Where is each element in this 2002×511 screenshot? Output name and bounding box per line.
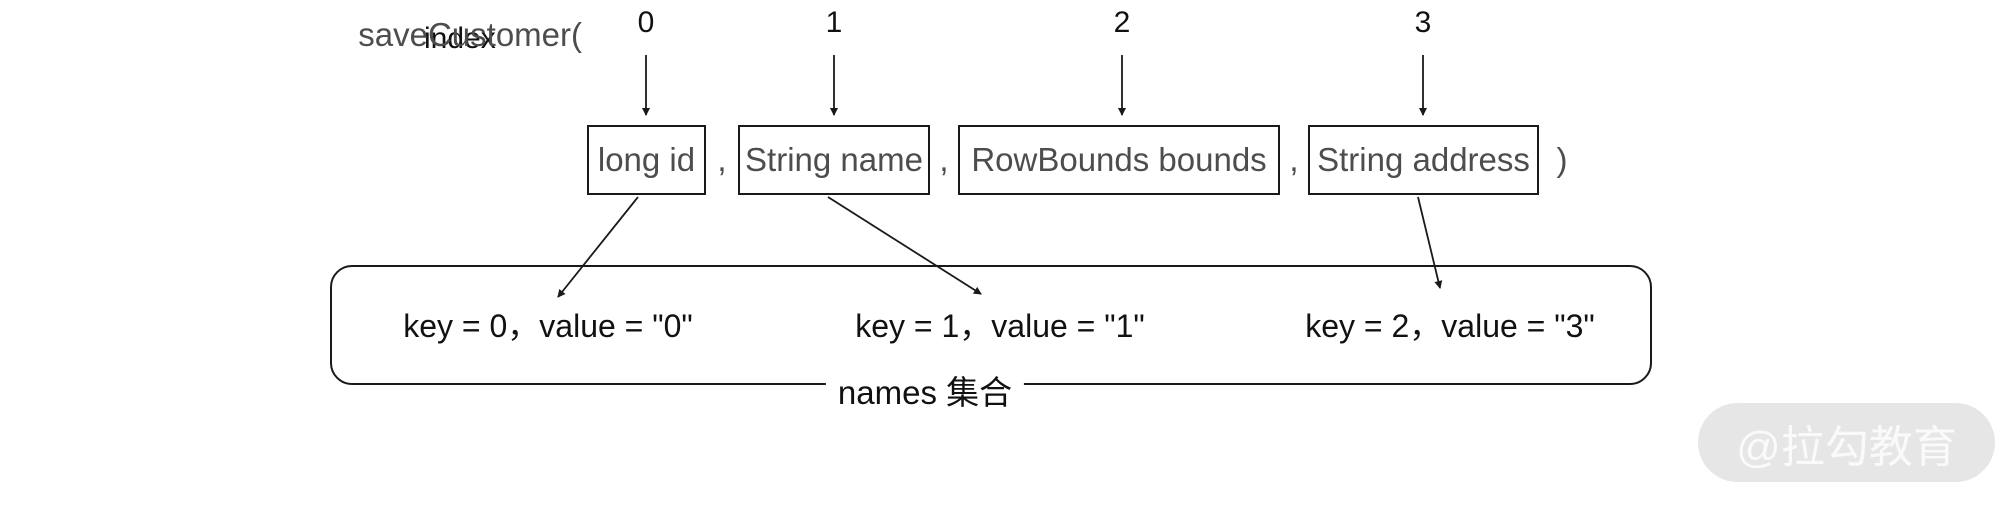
param-separator-2: , [1289, 141, 1299, 178]
method-name-prefix: saveCustomer( [358, 16, 582, 53]
collection-caption: names 集合 [825, 366, 1025, 414]
index-number-1: 1 [825, 6, 843, 39]
param-box-long-id: long id [587, 125, 706, 195]
param-box-rowbounds-bounds: RowBounds bounds [958, 125, 1280, 195]
param-separator-1: , [939, 141, 949, 178]
collection-entry-1: key = 1，value = "1" [855, 308, 1145, 344]
param-box-string-address: String address [1308, 125, 1539, 195]
index-label: index [424, 22, 496, 55]
index-number-0: 0 [637, 6, 655, 39]
collection-entry-2: key = 2，value = "3" [1305, 308, 1595, 344]
close-paren: ) [1556, 141, 1568, 178]
index-number-3: 3 [1414, 6, 1432, 39]
collection-entry-0: key = 0，value = "0" [403, 308, 693, 344]
param-box-string-name: String name [738, 125, 930, 195]
watermark-badge: @拉勾教育 [1698, 403, 1995, 482]
param-separator-0: , [717, 141, 727, 178]
index-number-2: 2 [1113, 6, 1131, 39]
